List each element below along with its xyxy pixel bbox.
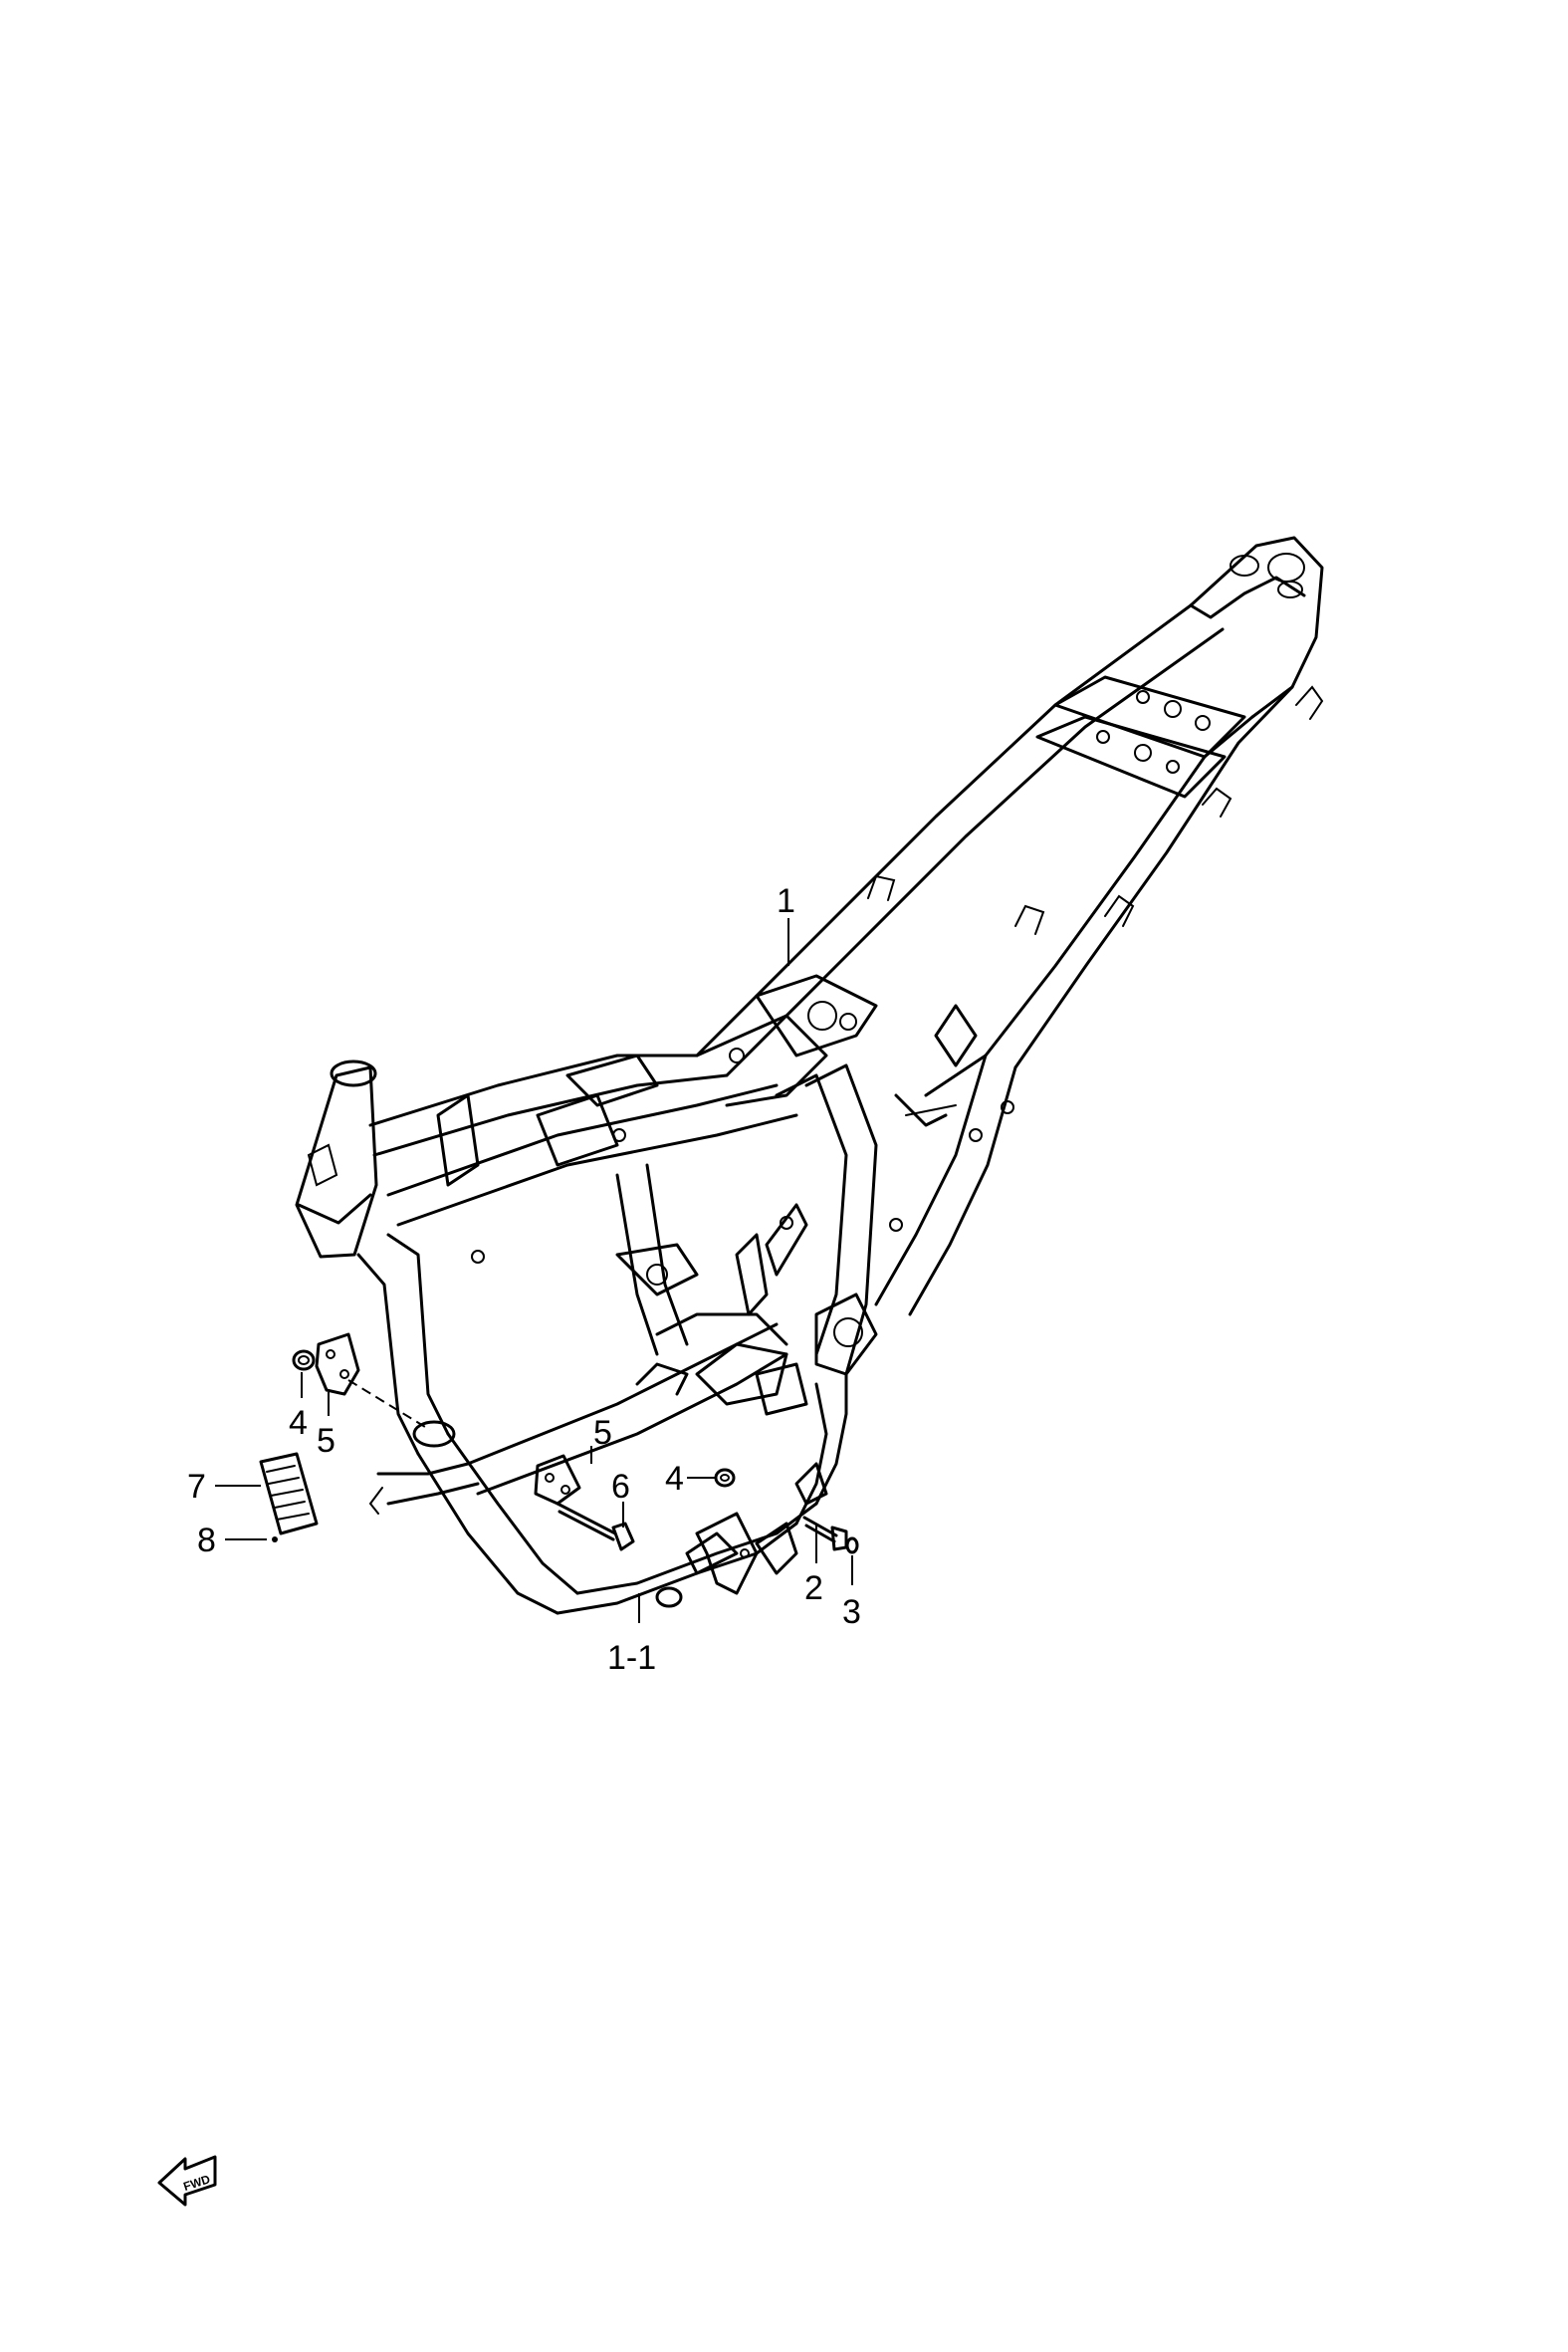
rivet xyxy=(272,1536,278,1542)
fwd-indicator: FWD xyxy=(157,2155,217,2207)
callout-frame: 1 xyxy=(777,882,795,920)
callout-frame-sub: 1-1 xyxy=(607,1639,656,1677)
nut-left xyxy=(292,1349,316,1371)
callout-bracket-right: 5 xyxy=(593,1414,612,1452)
callout-rivet: 8 xyxy=(197,1522,216,1559)
bracket-plate-left xyxy=(315,1332,360,1396)
id-plate xyxy=(259,1452,319,1535)
washer xyxy=(845,1536,859,1554)
assembly-guide-line xyxy=(347,1379,431,1431)
short-bolt xyxy=(802,1516,848,1551)
callout-bolt-long: 6 xyxy=(611,1468,630,1506)
nut-right xyxy=(714,1468,736,1488)
long-bolt xyxy=(556,1502,635,1551)
callout-washer: 3 xyxy=(842,1593,861,1631)
motorcycle-frame xyxy=(295,536,1324,1615)
callout-bracket-left: 5 xyxy=(317,1422,336,1460)
callout-nut-right: 4 xyxy=(665,1460,684,1498)
arrow-left-icon xyxy=(157,2155,217,2207)
callout-bolt-short: 2 xyxy=(804,1569,823,1607)
bracket-plate-right xyxy=(534,1454,581,1506)
callout-nut-left: 4 xyxy=(289,1404,308,1442)
callout-plate: 7 xyxy=(187,1468,206,1506)
